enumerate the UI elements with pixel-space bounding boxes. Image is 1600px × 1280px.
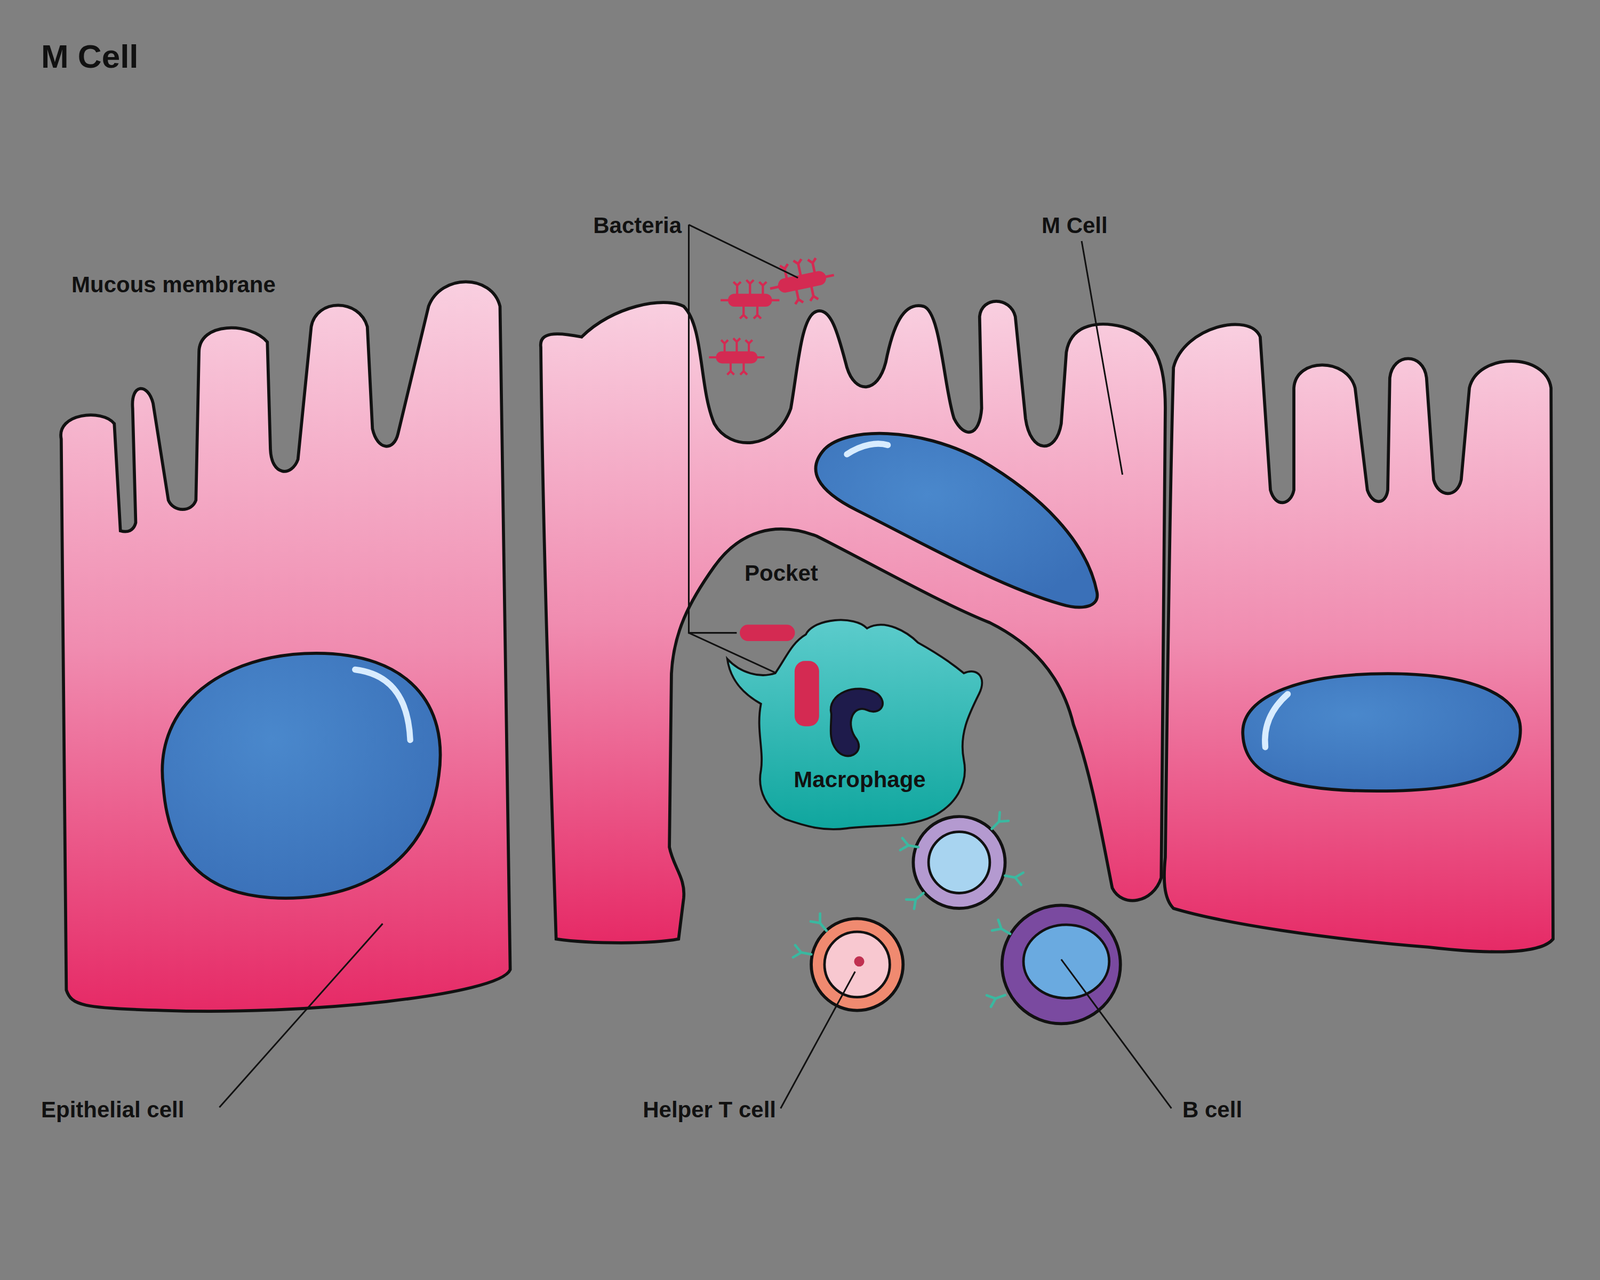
- part-label: B cell: [1182, 1097, 1243, 1123]
- helper-t-cell: [793, 913, 903, 1011]
- epithelial-cell: [60, 281, 511, 1012]
- bacterium: [739, 624, 795, 642]
- part-label: Helper T cell: [642, 1097, 776, 1123]
- b-cell: [986, 905, 1121, 1024]
- bacteria: [708, 253, 838, 642]
- epithelial-cell: [1164, 324, 1554, 952]
- part-label: Epithelial cell: [41, 1097, 184, 1123]
- diagram-title: M Cell: [41, 37, 139, 76]
- part-label: Mucous membrane: [71, 272, 276, 298]
- macrophage-shape: [724, 617, 990, 832]
- lymphocyte: [900, 812, 1024, 909]
- macrophage-cell: Macrophage: [724, 617, 990, 832]
- leader-line: [219, 224, 1172, 1109]
- part-label: Pocket: [744, 560, 819, 587]
- part-label: Bacteria: [593, 212, 682, 239]
- m-cell: [540, 301, 1166, 943]
- part-label: M Cell: [1041, 212, 1108, 239]
- node-label: Macrophage: [793, 766, 926, 793]
